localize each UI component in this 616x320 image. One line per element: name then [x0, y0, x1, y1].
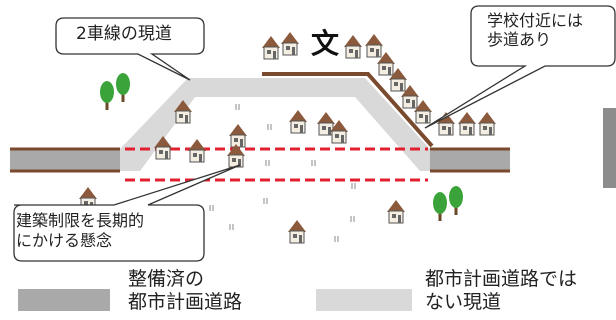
legend-developed-line2: 都市計画道路: [128, 291, 243, 313]
house-icon: [457, 111, 477, 136]
house-icon: [280, 31, 300, 56]
callout-school-label-line1: 学校付近には: [487, 11, 584, 30]
existing-road: [120, 78, 430, 171]
house-icon: [288, 109, 308, 134]
callout-current-road-label: 2車線の現道: [76, 24, 172, 44]
developed-road-right: [430, 149, 510, 171]
legend-existing-line2: ない現道: [425, 291, 502, 313]
legend-developed-line1: 整備済の: [128, 268, 205, 290]
school-symbol: 文: [311, 27, 340, 60]
legend-existing-line1: 都市計画道路では: [425, 268, 578, 290]
callout-concern-label-line2: にかける懸念: [16, 231, 113, 250]
developed-road-block-right: [603, 108, 616, 188]
tree-icon: [100, 81, 114, 110]
callout-concern-box: [13, 164, 241, 262]
house-icon: [386, 199, 406, 224]
house-icon: [343, 34, 363, 59]
callout-concern-label-line1: 建築制限を長期的: [16, 211, 145, 230]
house-icon: [477, 111, 497, 136]
house-icon: [187, 138, 207, 163]
house-icon: [364, 33, 384, 58]
school-sidewalk-edge: [262, 72, 434, 148]
tree-icon: [433, 192, 447, 221]
tree-icon: [449, 186, 463, 215]
developed-road-left: [10, 149, 120, 171]
callout-school-box: [424, 5, 616, 129]
callout-school-label-line2: 歩道あり: [487, 30, 552, 49]
grass-marks: [209, 104, 356, 242]
legend-swatch-developed: [18, 289, 110, 311]
tree-icon: [116, 73, 130, 102]
house-icon: [228, 123, 248, 148]
house-icon: [261, 35, 281, 60]
callout-current-road-box: [55, 17, 205, 81]
house-icon: [287, 219, 307, 244]
legend-swatch-existing: [316, 289, 412, 311]
